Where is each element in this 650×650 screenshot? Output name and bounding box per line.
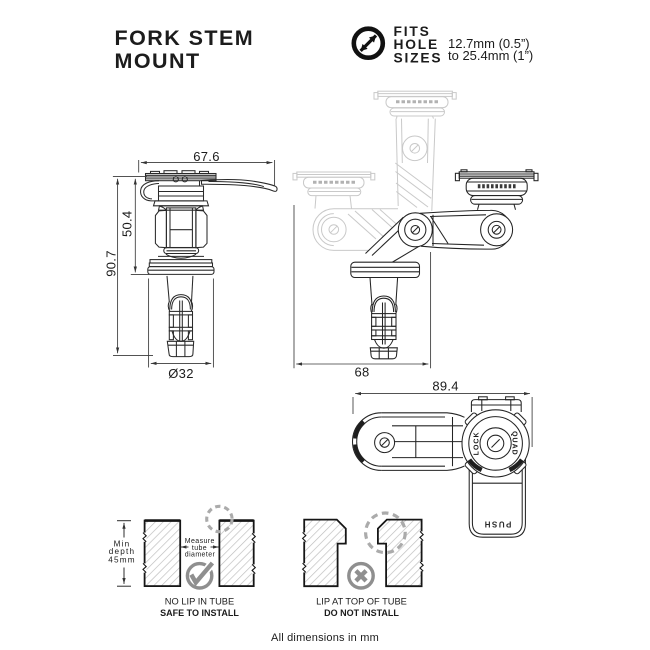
svg-text:HOLE: HOLE <box>394 37 440 52</box>
svg-text:45mm: 45mm <box>108 555 136 564</box>
svg-text:LIP AT TOP OF TUBE: LIP AT TOP OF TUBE <box>316 596 407 606</box>
svg-text:tube: tube <box>192 545 207 552</box>
svg-text:SIZES: SIZES <box>394 51 443 66</box>
svg-text:diameter: diameter <box>185 552 216 559</box>
svg-text:68: 68 <box>354 365 369 380</box>
svg-text:QUAD: QUAD <box>511 431 518 456</box>
svg-text:90.7: 90.7 <box>103 250 118 277</box>
svg-text:12.7mm (0.5”): 12.7mm (0.5”) <box>448 36 530 51</box>
svg-text:LOCK: LOCK <box>474 431 481 455</box>
svg-text:Measure: Measure <box>185 538 215 545</box>
svg-text:67.6: 67.6 <box>193 149 220 164</box>
svg-text:NO LIP IN TUBE: NO LIP IN TUBE <box>165 596 234 606</box>
svg-text:MOUNT: MOUNT <box>115 49 201 73</box>
svg-text:PUSH: PUSH <box>483 520 511 529</box>
svg-text:FITS: FITS <box>394 24 431 39</box>
svg-text:depth: depth <box>109 547 136 556</box>
svg-text:50.4: 50.4 <box>120 211 135 238</box>
svg-text:89.4: 89.4 <box>432 379 459 394</box>
svg-text:SAFE TO INSTALL: SAFE TO INSTALL <box>160 608 239 618</box>
svg-text:All dimensions in mm: All dimensions in mm <box>271 632 379 644</box>
svg-text:Ø32: Ø32 <box>168 366 193 381</box>
svg-text:DO NOT INSTALL: DO NOT INSTALL <box>324 608 399 618</box>
svg-text:Min: Min <box>114 539 131 548</box>
svg-text:FORK STEM: FORK STEM <box>115 26 255 50</box>
svg-text:to 25.4mm (1”): to 25.4mm (1”) <box>448 48 533 63</box>
